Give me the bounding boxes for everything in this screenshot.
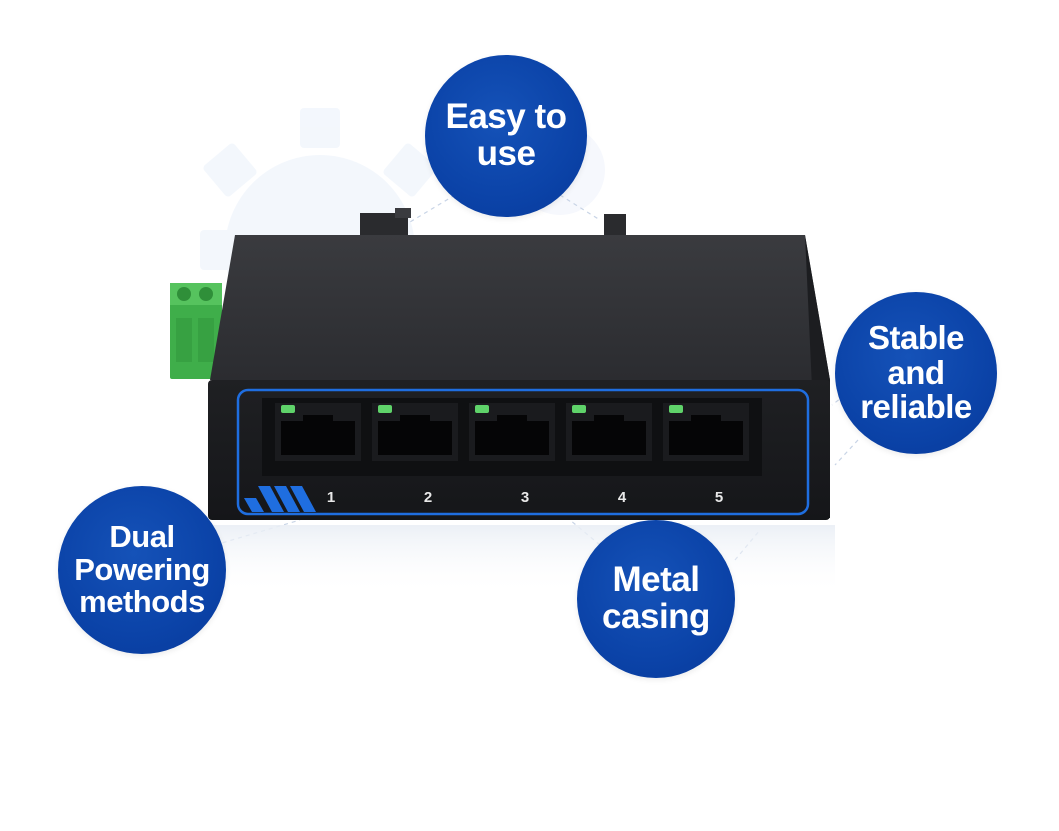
status-led (281, 405, 295, 413)
feature-text: Stable (867, 319, 965, 357)
ethernet-port (372, 403, 458, 461)
port-number-label: 5 (715, 489, 723, 506)
feature-stable-reliable: Stable and reliable (835, 292, 997, 454)
accent-stripes (244, 486, 316, 512)
feature-text: reliable (860, 388, 972, 426)
ethernet-port (566, 403, 652, 461)
ethernet-ports (275, 403, 749, 461)
status-led (669, 405, 683, 413)
front-panel-outline (236, 388, 810, 516)
status-led (572, 405, 586, 413)
feature-dual-powering: Dual Powering methods (58, 486, 226, 654)
ethernet-port (275, 403, 361, 461)
feature-text: methods (79, 584, 205, 620)
power-terminal (170, 283, 222, 379)
ethernet-port (469, 403, 555, 461)
feature-text: Dual (109, 519, 175, 555)
port-numbers: 1 2 3 4 5 (327, 489, 723, 506)
port-number-label: 3 (521, 489, 529, 506)
status-led (378, 405, 392, 413)
port-number-label: 4 (618, 489, 627, 506)
device-top (210, 235, 830, 380)
feature-text: Easy to (445, 97, 568, 137)
feature-text: use (476, 134, 536, 173)
reflection (205, 525, 835, 595)
feature-easy-to-use: Easy to use (425, 55, 587, 217)
feature-text: and (887, 353, 945, 391)
feature-text: casing (602, 597, 710, 636)
ethernet-port (663, 403, 749, 461)
port-number-label: 1 (327, 489, 335, 506)
feature-text: Powering (74, 551, 210, 587)
feature-text: Metal (612, 560, 700, 600)
din-rail-clip (360, 208, 626, 238)
status-led (475, 405, 489, 413)
feature-metal-casing: Metal casing (577, 520, 735, 678)
port-number-label: 2 (424, 489, 432, 506)
